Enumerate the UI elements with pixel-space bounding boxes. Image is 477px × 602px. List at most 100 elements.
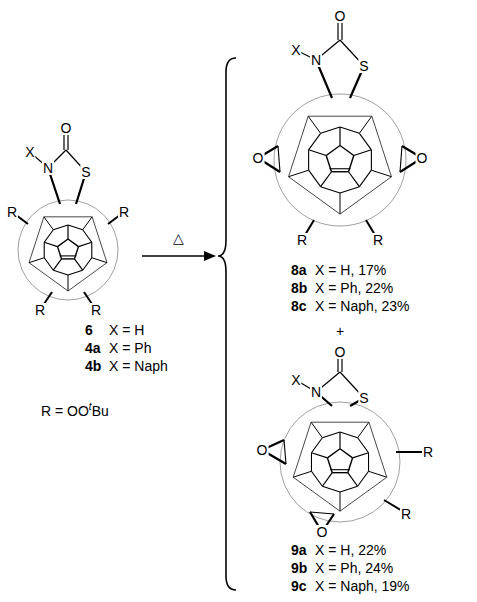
bond xyxy=(311,422,369,423)
bond xyxy=(309,170,321,187)
bond xyxy=(369,471,387,477)
substituent-definition: R = OOtBu xyxy=(40,402,110,418)
compound-number: 9b xyxy=(291,561,315,575)
bond xyxy=(293,422,311,477)
bond xyxy=(68,270,83,275)
label-text: O xyxy=(61,120,72,136)
label-text: N xyxy=(43,160,53,176)
bond xyxy=(340,449,353,458)
atom-label: S xyxy=(358,59,369,73)
bond xyxy=(60,255,77,256)
superscript: t xyxy=(89,401,92,412)
fullerene-cage xyxy=(18,200,118,300)
bond xyxy=(327,449,340,458)
atom-label: O xyxy=(316,525,329,539)
label-text: X = Naph, 19% xyxy=(315,578,410,594)
bond xyxy=(44,242,57,246)
bond xyxy=(372,116,392,177)
label-text: X = Ph, 22% xyxy=(315,280,393,296)
bond xyxy=(29,217,44,263)
compound-label: 6X = H xyxy=(84,323,145,337)
thiolactam-bridge xyxy=(296,352,364,406)
bond xyxy=(68,275,69,291)
bond xyxy=(340,145,354,155)
bond xyxy=(331,171,348,172)
bond xyxy=(321,172,332,187)
reaction-arrow xyxy=(142,255,206,256)
atom-label: O xyxy=(416,151,429,165)
bond xyxy=(340,486,358,492)
bond xyxy=(293,471,311,477)
plus-sign: + xyxy=(335,324,345,338)
bond xyxy=(44,217,53,230)
bond xyxy=(353,453,369,458)
compound-number: 9c xyxy=(291,579,315,593)
compound-label: 8bX = Ph, 22% xyxy=(290,281,394,295)
label-text: S xyxy=(81,164,90,180)
label-text: X = Naph, 23% xyxy=(315,298,410,314)
label-text: R xyxy=(119,204,129,220)
bond xyxy=(371,150,372,170)
bond xyxy=(68,239,78,247)
label-text: O xyxy=(257,442,268,458)
bond xyxy=(340,193,341,214)
bond xyxy=(44,242,45,257)
atom-label: N xyxy=(310,385,322,399)
compound-label: 4bX = Naph xyxy=(84,359,169,373)
bond xyxy=(371,170,391,177)
atom-label: O xyxy=(334,9,347,23)
label-text: R xyxy=(373,232,383,248)
bond xyxy=(340,187,359,193)
bond xyxy=(327,458,332,473)
bond xyxy=(67,225,68,239)
bond xyxy=(309,133,321,150)
label-text: N xyxy=(311,384,321,400)
bond xyxy=(369,422,387,477)
atom-label: N xyxy=(310,53,322,67)
bond xyxy=(308,116,372,117)
bond xyxy=(53,270,68,275)
bond xyxy=(58,247,62,259)
label-text: O xyxy=(253,150,264,166)
thiolactam-bridge xyxy=(30,128,86,204)
atom-label: O xyxy=(60,121,73,135)
bond xyxy=(83,258,92,271)
bond xyxy=(349,156,354,172)
bond xyxy=(358,471,369,486)
atom-label: O xyxy=(252,151,265,165)
bond xyxy=(74,247,78,259)
bond xyxy=(53,225,68,230)
bond xyxy=(321,127,340,133)
label-text: X = Ph xyxy=(109,340,151,356)
bond xyxy=(44,216,92,217)
label-text: O xyxy=(335,344,346,360)
bond xyxy=(340,477,387,511)
bond xyxy=(83,217,92,230)
label-text: R xyxy=(35,302,45,318)
bond xyxy=(308,150,309,170)
bond xyxy=(322,486,340,492)
bond xyxy=(92,258,107,263)
bond xyxy=(359,170,371,187)
bond xyxy=(311,438,322,453)
atom-label: X xyxy=(24,145,35,159)
product-brace xyxy=(218,58,236,590)
compound-number: 8c xyxy=(291,299,315,313)
bond xyxy=(322,473,332,487)
label-text: R = OO xyxy=(41,403,89,419)
bond xyxy=(358,422,369,438)
bond xyxy=(284,440,286,464)
substituent-label: R xyxy=(372,233,384,247)
compound-label: 9cX = Naph, 19% xyxy=(290,579,411,593)
bond xyxy=(348,458,353,473)
bond xyxy=(332,472,348,473)
cage-outline xyxy=(280,402,400,522)
bond xyxy=(339,127,340,145)
compound-number: 8b xyxy=(291,281,315,295)
bond xyxy=(349,172,360,187)
bond xyxy=(58,239,68,247)
bond xyxy=(330,469,350,470)
bond xyxy=(321,187,340,193)
bond xyxy=(340,432,358,438)
